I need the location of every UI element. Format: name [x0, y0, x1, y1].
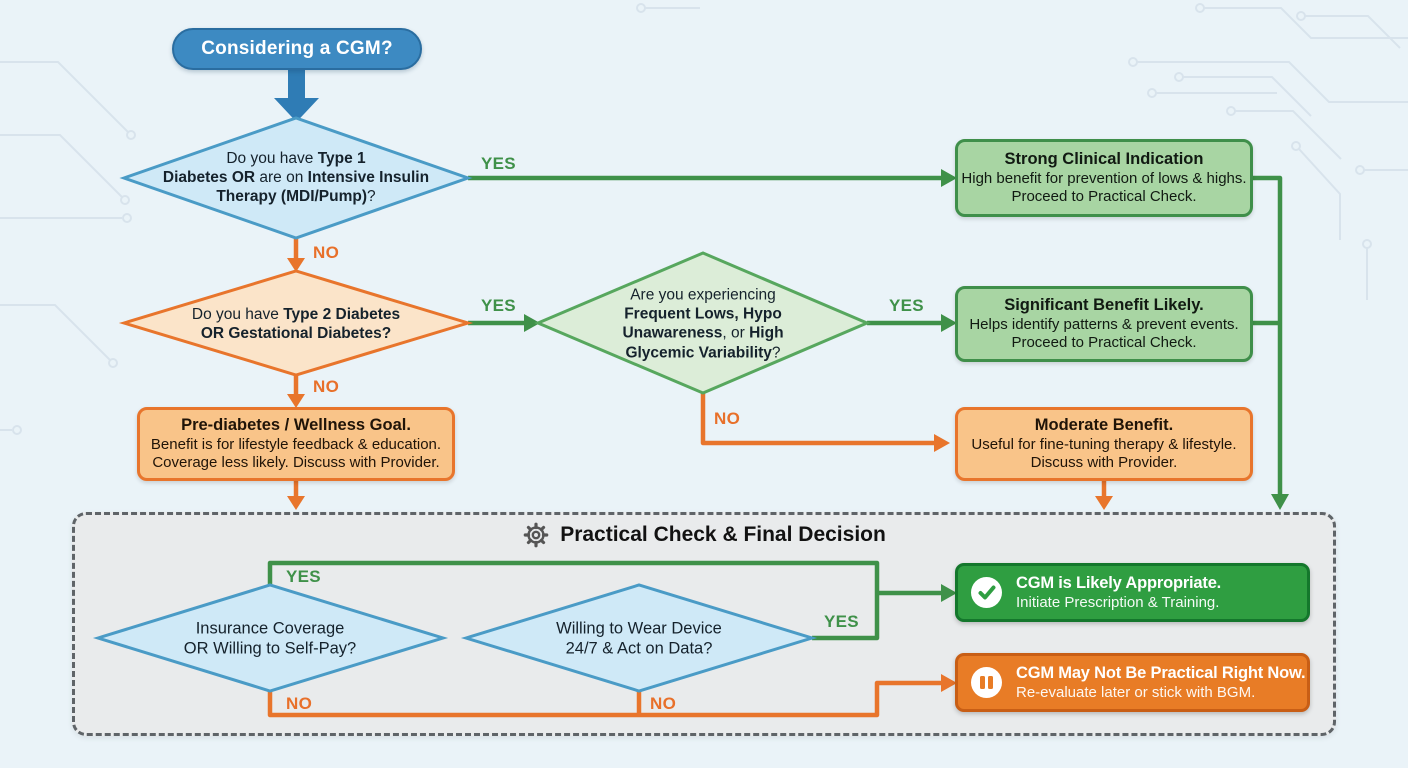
label-no-insurance: NO: [286, 694, 313, 713]
arrowhead: [524, 314, 540, 332]
start-node: Considering a CGM?: [172, 28, 422, 70]
label-no-type1: NO: [313, 243, 340, 262]
diamond-type1: [119, 116, 473, 240]
outcome-title: Moderate Benefit.: [1034, 415, 1174, 434]
result-title: CGM is Likely Appropriate.: [1016, 574, 1222, 593]
label-no-wear: NO: [650, 694, 677, 713]
label-yes-insurance: YES: [286, 567, 321, 586]
label-yes-variability: YES: [889, 296, 924, 315]
diamond-insurance: [92, 583, 449, 693]
outcome-line: Benefit is for lifestyle feedback & educ…: [150, 435, 442, 453]
check-icon: [971, 577, 1002, 608]
arrowhead: [941, 584, 957, 602]
outcome-line: Discuss with Provider.: [1030, 453, 1178, 471]
label-yes-wear: YES: [824, 612, 859, 631]
label-yes-type1: YES: [481, 154, 516, 173]
arrowhead: [941, 674, 957, 692]
outcome-moderate-benefit: Moderate Benefit. Useful for fine-tuning…: [955, 407, 1253, 481]
question-insurance-text: Insurance Coverage OR Willing to Self-Pay…: [120, 619, 420, 660]
result-text: CGM May Not Be Practical Right Now. Re-e…: [1016, 664, 1306, 701]
outcome-line: Useful for fine-tuning therapy & lifesty…: [971, 435, 1237, 453]
arrowhead: [287, 496, 305, 510]
start-arrow: [288, 66, 305, 100]
outcome-line: Helps identify patterns & prevent events…: [969, 315, 1239, 333]
diamond-variability: [534, 251, 871, 395]
practical-check-header: Practical Check & Final Decision: [72, 521, 1336, 549]
start-arrowhead: [274, 98, 319, 122]
arrowhead: [941, 314, 957, 332]
arrowhead: [1095, 496, 1113, 510]
diamond-wear: [460, 583, 818, 693]
question-wear-text: Willing to Wear Device 24/7 & Act on Data…: [489, 619, 789, 660]
arrowhead: [1271, 494, 1289, 510]
result-cgm-appropriate: CGM is Likely Appropriate. Initiate Pres…: [955, 563, 1310, 622]
outcome-title: Significant Benefit Likely.: [1004, 295, 1204, 314]
question-insurance-line1: Insurance Coverage: [195, 619, 345, 638]
outcome-line: High benefit for prevention of lows & hi…: [961, 169, 1247, 187]
outcome-prediabetes-wellness: Pre-diabetes / Wellness Goal. Benefit is…: [137, 407, 455, 481]
arrowhead: [287, 394, 305, 408]
outcome-line: Coverage less likely. Discuss with Provi…: [152, 453, 440, 471]
outcome-line: Proceed to Practical Check.: [1011, 187, 1197, 205]
decision-diamonds: [92, 116, 871, 693]
pause-icon: [971, 667, 1002, 698]
result-cgm-not-practical: CGM May Not Be Practical Right Now. Re-e…: [955, 653, 1310, 712]
question-wear-line2: 24/7 & Act on Data?: [565, 640, 713, 658]
arrowhead: [287, 258, 305, 272]
gear-icon: [523, 522, 549, 548]
outcome-title: Pre-diabetes / Wellness Goal.: [181, 415, 411, 434]
edge-no-variability: [700, 391, 934, 446]
pause-bar: [980, 676, 985, 689]
edge-no-practical: [267, 680, 941, 718]
arrowhead: [934, 434, 950, 452]
diamond-type2: [118, 269, 474, 377]
arrowhead: [941, 169, 957, 187]
question-wear-line1: Willing to Wear Device: [556, 619, 722, 638]
edge-strong-practical: [1253, 175, 1283, 494]
result-text: CGM is Likely Appropriate. Initiate Pres…: [1016, 574, 1221, 611]
result-subtitle: Initiate Prescription & Training.: [1016, 593, 1220, 611]
result-subtitle: Re-evaluate later or stick with BGM.: [1016, 683, 1256, 701]
outcome-line: Proceed to Practical Check.: [1011, 333, 1197, 351]
edge-yes-practical: [267, 560, 880, 641]
label-no-type2: NO: [313, 377, 340, 396]
pause-bar: [988, 676, 993, 689]
question-insurance-line2: OR Willing to Self-Pay?: [183, 640, 357, 658]
label-yes-type2: YES: [481, 296, 516, 315]
result-title: CGM May Not Be Practical Right Now.: [1016, 664, 1306, 683]
label-no-variability: NO: [714, 409, 741, 428]
outcome-strong-indication: Strong Clinical Indication High benefit …: [955, 139, 1253, 217]
circuit-traces: [0, 3, 1408, 435]
connectors: [267, 66, 1289, 718]
outcome-significant-benefit: Significant Benefit Likely. Helps identi…: [955, 286, 1253, 362]
outcome-title: Strong Clinical Indication: [1004, 149, 1204, 168]
practical-check-title: Practical Check & Final Decision: [560, 523, 886, 546]
